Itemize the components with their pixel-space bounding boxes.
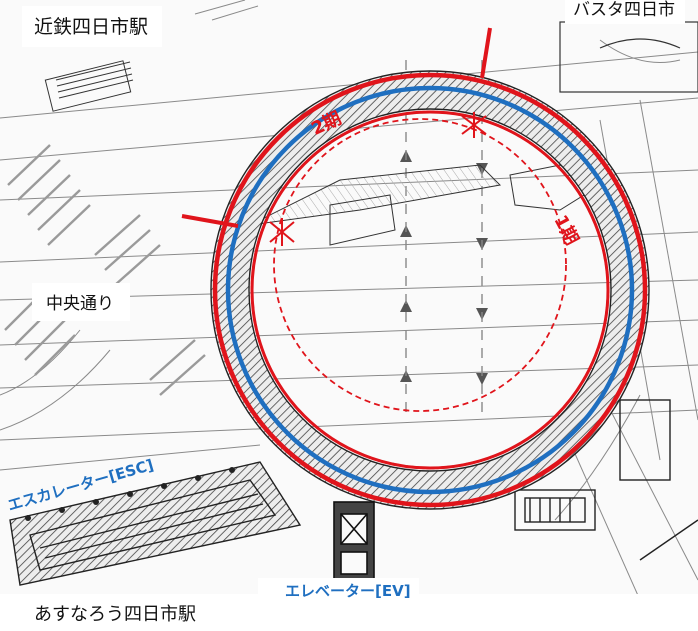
red-inner-ring: [250, 110, 610, 470]
deck-inner-edge: [248, 108, 612, 472]
center-islands: [249, 164, 602, 246]
crosswalk-stripes: [4, 144, 206, 396]
elevator-shaft: [333, 501, 375, 583]
phase-boundary-left: [181, 214, 239, 228]
escalator-posts: [25, 467, 235, 521]
escalator-bridge: [9, 461, 302, 586]
red-dashed-circle: [273, 118, 567, 412]
red-phase-circle: [212, 72, 648, 508]
deck-outer-edge: [210, 70, 650, 510]
pedestrian-deck-ring: [211, 71, 649, 509]
elevator-label: エレベーター[EV]: [258, 578, 419, 604]
phase-boundary-top: [480, 27, 492, 79]
blue-circle: [225, 85, 635, 495]
bus-terminal-label: バスタ四日市: [565, 0, 685, 24]
lower-right-structures: [514, 399, 698, 561]
deck-inner-rail: [250, 110, 610, 470]
central-road-label: 中央通り: [32, 283, 130, 321]
kintetsu-station-label: 近鉄四日市駅: [22, 6, 163, 47]
phase-split-marker-top: [461, 112, 487, 138]
upper-left-stairs: [44, 60, 134, 112]
phase-split-marker-left: [269, 218, 295, 246]
